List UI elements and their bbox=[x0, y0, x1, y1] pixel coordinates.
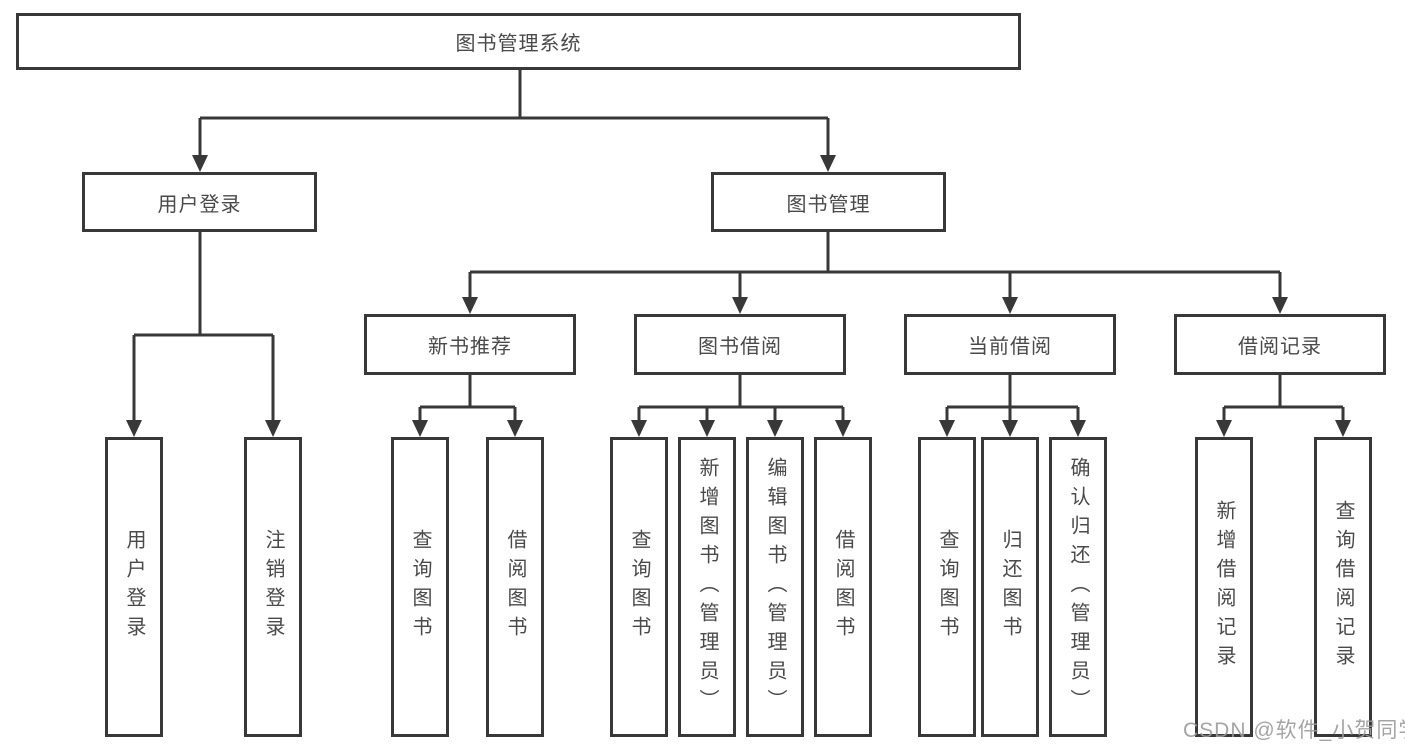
arrow-icon bbox=[631, 420, 647, 437]
node-book-management: 图书管理 bbox=[711, 172, 946, 232]
leaf-query-borrow-record: 查询借阅记录 bbox=[1314, 437, 1372, 737]
arrow-icon bbox=[820, 155, 836, 172]
leaf-borrow-book-2-label: 借阅图书 bbox=[832, 529, 854, 645]
arrow-icon bbox=[1272, 297, 1288, 314]
leaf-confirm-return-admin: 确认归还（管理员） bbox=[1049, 437, 1107, 737]
connector-borrow-records bbox=[1222, 375, 1345, 421]
node-book-borrow-label: 图书借阅 bbox=[698, 336, 782, 358]
arrow-icon bbox=[835, 420, 851, 437]
arrow-icon bbox=[192, 155, 208, 172]
leaf-edit-book-admin-label: 编辑图书（管理员） bbox=[764, 456, 786, 718]
node-book-borrow: 图书借阅 bbox=[634, 314, 846, 375]
leaf-query-book-current-label: 查询图书 bbox=[936, 529, 958, 645]
node-current-borrow: 当前借阅 bbox=[904, 314, 1116, 375]
connector-root bbox=[198, 70, 830, 156]
arrow-icon bbox=[412, 420, 428, 437]
leaf-confirm-return-admin-label: 确认归还（管理员） bbox=[1067, 456, 1089, 718]
connector-book-borrow bbox=[637, 375, 845, 421]
node-root: 图书管理系统 bbox=[16, 13, 1021, 70]
leaf-query-borrow-record-label: 查询借阅记录 bbox=[1332, 500, 1354, 674]
node-book-management-label: 图书管理 bbox=[786, 193, 871, 216]
leaf-return-book-label: 归还图书 bbox=[999, 529, 1021, 645]
connector-book-management bbox=[468, 232, 1282, 298]
leaf-add-borrow-record-label: 新增借阅记录 bbox=[1213, 500, 1235, 674]
node-new-book-recommend: 新书推荐 bbox=[364, 314, 576, 375]
leaf-add-borrow-record: 新增借阅记录 bbox=[1195, 437, 1253, 737]
node-borrow-records-label: 借阅记录 bbox=[1238, 336, 1322, 358]
node-user-login-label: 用户登录 bbox=[157, 193, 242, 216]
node-current-borrow-label: 当前借阅 bbox=[968, 336, 1052, 358]
arrow-icon bbox=[1070, 420, 1086, 437]
connector-new-book-recommend bbox=[418, 375, 517, 421]
connector-current-borrow bbox=[945, 375, 1080, 421]
leaf-borrow-book-2: 借阅图书 bbox=[814, 437, 872, 737]
watermark: CSDN @软件_小贺同学 bbox=[1183, 719, 1405, 742]
arrow-icon bbox=[732, 297, 748, 314]
arrow-icon bbox=[767, 420, 783, 437]
leaf-query-book-recommend-label: 查询图书 bbox=[409, 529, 431, 645]
arrowheads bbox=[126, 155, 1351, 437]
leaf-borrow-book-recommend: 借阅图书 bbox=[486, 437, 544, 737]
arrow-icon bbox=[1002, 420, 1018, 437]
leaf-user-login: 用户登录 bbox=[105, 437, 163, 737]
arrow-icon bbox=[265, 420, 281, 437]
leaf-query-book-borrow: 查询图书 bbox=[610, 437, 668, 737]
leaf-logout-login-label: 注销登录 bbox=[262, 529, 284, 645]
node-root-label: 图书管理系统 bbox=[455, 33, 582, 55]
leaf-user-login-label: 用户登录 bbox=[123, 529, 145, 645]
leaf-add-book-admin: 新增图书（管理员） bbox=[678, 437, 736, 737]
leaf-query-book-current: 查询图书 bbox=[918, 437, 976, 737]
arrow-icon bbox=[462, 297, 478, 314]
leaf-query-book-borrow-label: 查询图书 bbox=[628, 529, 650, 645]
leaf-edit-book-admin: 编辑图书（管理员） bbox=[746, 437, 804, 737]
leaf-query-book-recommend: 查询图书 bbox=[391, 437, 449, 737]
node-user-login: 用户登录 bbox=[82, 172, 317, 232]
leaf-logout-login: 注销登录 bbox=[244, 437, 302, 737]
leaf-add-book-admin-label: 新增图书（管理员） bbox=[696, 456, 718, 718]
arrow-icon bbox=[1335, 420, 1351, 437]
arrow-icon bbox=[507, 420, 523, 437]
node-new-book-recommend-label: 新书推荐 bbox=[428, 336, 512, 358]
arrow-icon bbox=[1002, 297, 1018, 314]
connector-user-login bbox=[132, 232, 275, 421]
arrow-icon bbox=[126, 420, 142, 437]
node-borrow-records: 借阅记录 bbox=[1174, 314, 1386, 375]
arrow-icon bbox=[1216, 420, 1232, 437]
leaf-borrow-book-recommend-label: 借阅图书 bbox=[504, 529, 526, 645]
arrow-icon bbox=[699, 420, 715, 437]
arrow-icon bbox=[939, 420, 955, 437]
leaf-return-book: 归还图书 bbox=[981, 437, 1039, 737]
